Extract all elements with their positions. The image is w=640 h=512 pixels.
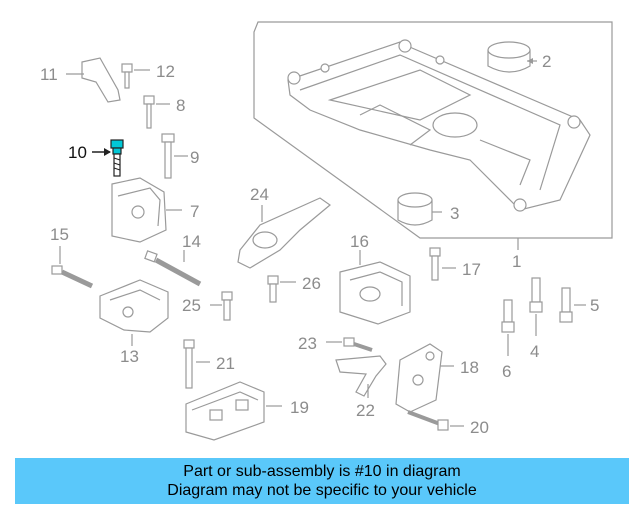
part-26-bolt <box>267 275 296 303</box>
callout-6: 6 <box>502 362 511 381</box>
part-15-bolt <box>51 246 94 289</box>
part-3-bushing <box>397 192 442 226</box>
part-5-bolt <box>559 287 586 323</box>
callout-12: 12 <box>156 62 175 81</box>
part-22-bracket <box>335 355 387 398</box>
part-7-mount <box>111 177 182 243</box>
callout-25: 25 <box>182 296 201 315</box>
callout-7: 7 <box>190 202 199 221</box>
callout-18: 18 <box>460 358 479 377</box>
part-25-bolt <box>210 291 233 321</box>
callout-11: 11 <box>40 65 58 84</box>
part-14-bolt <box>144 250 202 287</box>
callout-26: 26 <box>302 274 321 293</box>
callout-5: 5 <box>590 296 599 315</box>
callout-3: 3 <box>450 204 459 223</box>
callout-17: 17 <box>462 260 481 279</box>
part-23-bolt <box>326 337 373 352</box>
part-4-bolt <box>529 277 543 336</box>
callout-13: 13 <box>120 347 139 366</box>
part-19-mount <box>185 381 282 441</box>
part-16-mount <box>339 250 411 325</box>
part-10-bolt <box>92 139 124 177</box>
subframe-group <box>253 21 613 250</box>
part-13-mount <box>99 279 169 346</box>
callout-24: 24 <box>250 185 269 204</box>
part-2-bushing <box>487 41 537 73</box>
callout-21: 21 <box>216 354 235 373</box>
callout-20: 20 <box>470 418 489 437</box>
part-21-bolt <box>183 339 210 389</box>
callout-2: 2 <box>542 52 551 71</box>
callout-23: 23 <box>298 334 317 353</box>
callout-15: 15 <box>50 225 69 244</box>
part-17-bolt <box>429 247 456 281</box>
callout-labels: 1 2 3 4 5 6 7 8 9 10 11 12 13 14 15 16 1… <box>40 52 599 437</box>
info-banner: Part or sub-assembly is #10 in diagram D… <box>15 458 629 504</box>
parts-diagram: 1 2 3 4 5 6 7 8 9 10 11 12 13 14 15 16 1… <box>40 21 613 441</box>
callout-16: 16 <box>350 232 369 251</box>
part-20-bolt <box>407 410 464 431</box>
callout-19: 19 <box>290 398 309 417</box>
callout-10: 10 <box>68 143 87 162</box>
callout-22: 22 <box>356 401 375 420</box>
part-18-bracket <box>395 343 454 413</box>
banner-line-1: Part or sub-assembly is #10 in diagram <box>183 463 461 480</box>
callout-8: 8 <box>176 96 185 115</box>
callout-1: 1 <box>512 252 521 271</box>
banner-line-2: Diagram may not be specific to your vehi… <box>167 482 477 499</box>
callout-9: 9 <box>190 148 199 167</box>
part-11-bracket <box>66 57 121 103</box>
callout-14: 14 <box>182 232 201 251</box>
part-12-bolt <box>121 63 150 89</box>
part-6-bolt <box>501 299 515 356</box>
part-24-arm <box>237 197 331 269</box>
callout-4: 4 <box>530 342 539 361</box>
part-9-bolt <box>161 133 188 179</box>
part-8-bolt <box>143 95 170 129</box>
